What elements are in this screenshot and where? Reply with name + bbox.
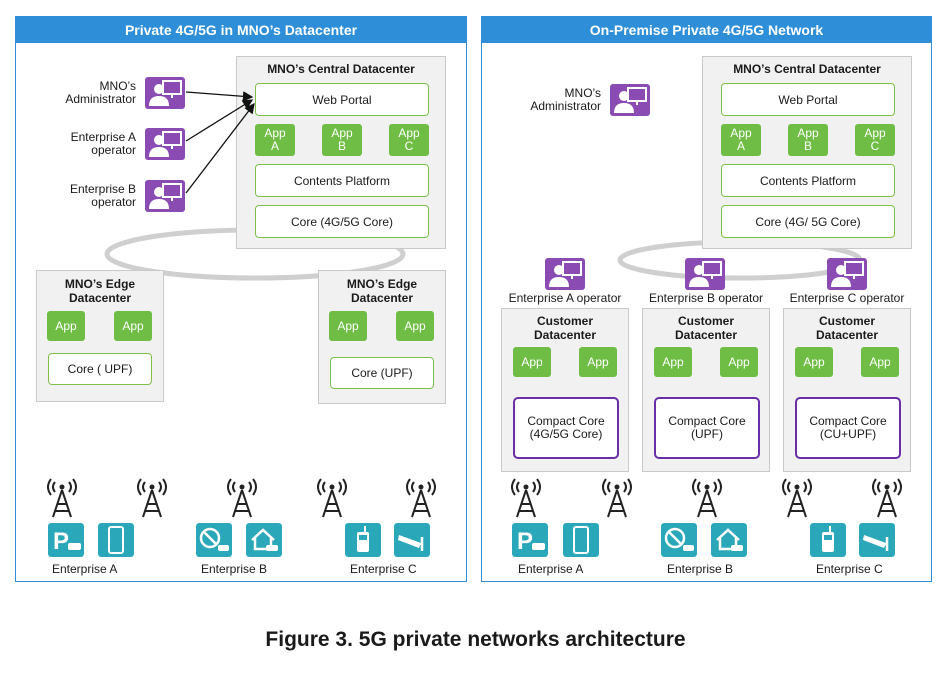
operator-b-label: Enterprise B operator <box>648 291 764 305</box>
right-core: Core (4G/ 5G Core) <box>721 205 895 238</box>
svg-text:P: P <box>517 528 533 555</box>
tower-icon <box>692 478 722 518</box>
tower-icon <box>406 478 436 518</box>
compact-core: Compact Core(4G/5G Core) <box>513 397 619 459</box>
customer-app: App <box>720 347 758 377</box>
left-web-portal: Web Portal <box>255 83 429 116</box>
svg-text:P: P <box>53 528 69 555</box>
right-contents-platform: Contents Platform <box>721 164 895 197</box>
cctv-icon <box>859 523 895 557</box>
figure-caption: Figure 3. 5G private networks architectu… <box>265 628 686 651</box>
home-icon <box>246 523 282 557</box>
parking-icon: P <box>512 523 548 557</box>
customer-app: App <box>861 347 899 377</box>
customer-app: App <box>579 347 617 377</box>
tower-icon <box>227 478 257 518</box>
compact-core: Compact Core(UPF) <box>654 397 760 459</box>
left-contents-platform: Contents Platform <box>255 164 429 197</box>
right-enterprise-a-label: Enterprise A <box>518 562 584 576</box>
tower-icon <box>511 478 541 518</box>
edge-core: Core (UPF) <box>330 357 434 389</box>
phone-icon <box>98 523 134 557</box>
phone-icon <box>563 523 599 557</box>
left-panel-title: Private 4G/5G in MNO’s Datacenter <box>16 17 466 43</box>
left-core: Core (4G/5G Core) <box>255 205 429 238</box>
no-smoking-icon <box>661 523 697 557</box>
person-icon <box>145 77 185 109</box>
right-enterprise-c-label: Enterprise C <box>816 562 883 576</box>
edge-app: App <box>114 311 152 341</box>
right-enterprise-b-label: Enterprise B <box>667 562 734 576</box>
edge-core: Core ( UPF) <box>48 353 152 385</box>
tower-icon <box>602 478 632 518</box>
tower-icon <box>137 478 167 518</box>
person-icon <box>685 258 725 290</box>
customer-app: App <box>513 347 551 377</box>
left-enterprise-a-label: Enterprise A <box>52 562 118 576</box>
person-icon <box>545 258 585 290</box>
walkie-talkie-icon <box>810 523 846 557</box>
left-enterprise-b-label: Enterprise B <box>201 562 268 576</box>
left-central-title: MNO’s Central Datacenter <box>267 62 415 76</box>
left-enterprise-c-label: Enterprise C <box>350 562 417 576</box>
operator-c-label: Enterprise C operator <box>789 291 905 305</box>
tower-icon <box>47 478 77 518</box>
cctv-icon <box>394 523 430 557</box>
operator-a-label: Enterprise A operator <box>508 291 622 305</box>
tower-icon <box>872 478 902 518</box>
tower-icon <box>782 478 812 518</box>
right-web-portal: Web Portal <box>721 83 895 116</box>
right-central-title: MNO’s Central Datacenter <box>733 62 881 76</box>
compact-core: Compact Core(CU+UPF) <box>795 397 901 459</box>
person-icon <box>827 258 867 290</box>
person-icon <box>145 180 185 212</box>
person-icon <box>145 128 185 160</box>
person-icon <box>610 84 650 116</box>
edge-app: App <box>396 311 434 341</box>
parking-icon: P <box>48 523 84 557</box>
home-icon <box>711 523 747 557</box>
edge-app: App <box>329 311 367 341</box>
walkie-talkie-icon <box>345 523 381 557</box>
customer-app: App <box>795 347 833 377</box>
no-smoking-icon <box>196 523 232 557</box>
tower-icon <box>317 478 347 518</box>
customer-app: App <box>654 347 692 377</box>
right-panel-title: On-Premise Private 4G/5G Network <box>482 17 931 43</box>
edge-app: App <box>47 311 85 341</box>
